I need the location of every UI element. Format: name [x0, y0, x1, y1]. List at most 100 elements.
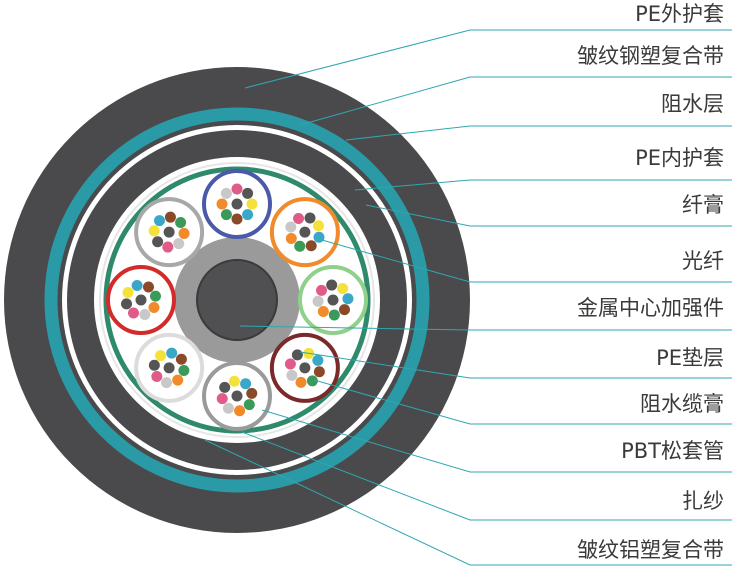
optical-fiber — [231, 198, 243, 210]
optical-fiber — [295, 376, 307, 388]
optical-fiber — [312, 295, 324, 307]
pbt-loose-tube — [202, 169, 272, 239]
optical-fiber — [231, 390, 243, 402]
optical-fiber — [175, 216, 187, 228]
optical-fiber — [234, 405, 246, 417]
optical-fiber — [163, 226, 175, 238]
optical-fiber — [128, 307, 139, 319]
optical-fiber — [293, 213, 305, 225]
leader-line — [261, 409, 732, 473]
optical-fiber — [162, 241, 174, 253]
leader-line — [313, 379, 732, 425]
optical-fiber — [246, 387, 258, 399]
cable-layers — [4, 67, 470, 533]
label-binder-yarn: 扎纱 — [682, 489, 724, 513]
optical-fiber — [178, 364, 190, 376]
optical-fiber — [173, 238, 185, 250]
optical-fiber — [285, 232, 297, 244]
pbt-loose-tube — [202, 361, 272, 431]
metal-strength-member — [196, 259, 278, 341]
loose-tubes — [106, 169, 368, 431]
leader-line — [241, 431, 732, 521]
optical-fiber — [284, 358, 296, 370]
optical-fiber — [222, 402, 234, 414]
optical-fiber — [216, 393, 228, 405]
label-corrugated-aluminum-tape: 皱纹铝塑复合带 — [577, 538, 724, 562]
optical-fiber — [294, 240, 306, 252]
optical-fiber — [328, 309, 340, 321]
leader-line — [321, 239, 732, 283]
optical-fiber — [151, 370, 163, 382]
optical-fiber — [149, 290, 161, 302]
optical-fiber — [246, 198, 258, 210]
optical-fiber — [175, 353, 187, 365]
optical-fiber — [240, 378, 252, 390]
binder-yarn — [99, 162, 375, 438]
optical-fiber — [316, 284, 328, 296]
optical-fiber — [326, 279, 338, 291]
leader-line — [244, 29, 732, 89]
optical-fiber — [163, 362, 175, 374]
pbt-loose-tube — [106, 265, 176, 335]
optical-fiber — [313, 366, 325, 378]
optical-fiber — [299, 226, 311, 238]
optical-fiber — [299, 362, 311, 374]
optical-fiber — [148, 302, 160, 313]
label-pe-inner-sheath: PE内护套 — [635, 146, 724, 170]
optical-fiber — [216, 198, 228, 210]
optical-fiber — [337, 283, 349, 295]
label-water-blocking-compound: 阻水缆膏 — [640, 392, 724, 416]
label-pbt-loose-tube: PBT松套管 — [621, 439, 724, 463]
optical-fiber — [148, 359, 160, 371]
optical-fiber — [231, 183, 243, 195]
optical-fiber — [178, 227, 190, 239]
optical-fiber — [243, 399, 255, 411]
corrugated-steel-tape — [44, 107, 430, 493]
label-water-blocking-layer: 阻水层 — [661, 92, 724, 116]
leader-line — [299, 76, 732, 126]
leader-line — [204, 439, 732, 566]
optical-fiber — [172, 374, 184, 386]
label-metal-strength-member: 金属中心加强件 — [577, 296, 724, 320]
optical-fiber — [135, 294, 147, 306]
pbt-loose-tube — [269, 197, 340, 268]
optical-fiber — [285, 221, 297, 233]
optical-fiber — [220, 187, 232, 199]
optical-fiber — [143, 281, 154, 293]
pbt-loose-tube — [269, 332, 340, 403]
optical-fiber — [131, 280, 143, 292]
optical-fiber — [286, 369, 298, 381]
label-optical-fiber: 光纤 — [682, 249, 724, 273]
optical-fiber — [305, 240, 317, 252]
pbt-loose-tube — [134, 197, 205, 268]
optical-fiber — [166, 347, 178, 359]
optical-fiber — [164, 211, 176, 223]
optical-fiber — [342, 293, 354, 305]
optical-fiber — [139, 308, 151, 320]
optical-fiber — [306, 375, 318, 387]
label-corrugated-steel-tape: 皱纹钢塑复合带 — [577, 44, 724, 68]
leader-line — [365, 204, 732, 227]
optical-fiber — [242, 187, 254, 199]
optical-fiber — [148, 225, 160, 237]
label-pe-bedding: PE垫层 — [656, 346, 724, 370]
optical-fiber — [304, 212, 316, 224]
leader-line — [354, 179, 732, 191]
label-pe-outer-sheath: PE外护套 — [635, 2, 724, 26]
optical-fiber — [219, 381, 231, 393]
optical-fiber — [231, 213, 243, 225]
optical-fiber — [338, 304, 350, 316]
label-fiber-jelly: 纤膏 — [682, 193, 724, 217]
optical-fiber — [312, 354, 324, 366]
optical-fiber — [228, 375, 240, 387]
leader-line — [239, 325, 732, 331]
leader-line — [299, 351, 732, 379]
optical-fiber — [152, 236, 164, 248]
pbt-loose-tube — [134, 332, 205, 403]
optical-fiber — [242, 209, 254, 221]
optical-fiber — [317, 305, 329, 317]
optical-fiber — [121, 298, 133, 310]
optical-fiber — [153, 215, 165, 227]
optical-fiber — [122, 287, 134, 298]
optical-fiber — [327, 294, 339, 306]
